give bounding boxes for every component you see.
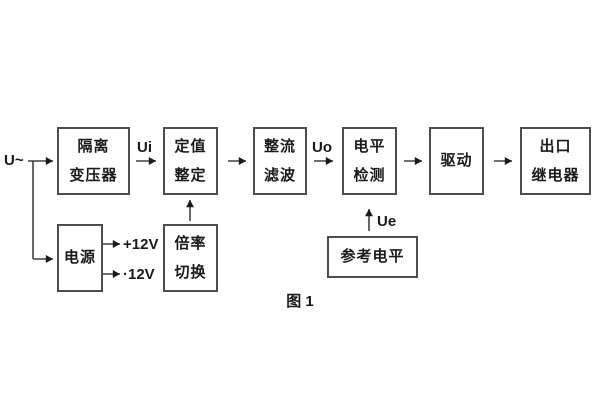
label-input-voltage: U~ <box>4 152 24 169</box>
block-text-line: 滤波 <box>263 166 296 184</box>
block-text-line: 倍率 <box>174 234 207 252</box>
block-level-detection: 电平 检测 <box>342 127 397 195</box>
block-text-line: 检测 <box>353 166 386 184</box>
block-text-line: 参考电平 <box>340 248 405 265</box>
label-ue: Ue <box>377 213 397 230</box>
block-power-supply: 电源 <box>57 224 103 292</box>
block-text-line: 整流 <box>263 137 296 155</box>
label-ui: Ui <box>137 139 152 156</box>
block-text-line: 变压器 <box>69 166 118 184</box>
block-setpoint-setting: 定值 整定 <box>163 127 218 195</box>
block-isolation-transformer: 隔离 变压器 <box>57 127 130 195</box>
block-text-line: 定值 <box>174 137 207 155</box>
block-driver: 驱动 <box>429 127 484 195</box>
block-rectifier-filter: 整流 滤波 <box>253 127 307 195</box>
block-reference-level: 参考电平 <box>327 236 418 278</box>
block-text-line: 电源 <box>63 249 96 266</box>
block-text-line: 切换 <box>174 263 207 281</box>
label-plus-12v: +12V <box>123 236 159 253</box>
block-text-line: 整定 <box>174 166 207 184</box>
block-text-line: 隔离 <box>77 137 110 155</box>
figure-caption: 图 1 <box>286 293 314 310</box>
label-uo: Uo <box>312 139 332 156</box>
label-minus-12v: ·12V <box>123 266 155 283</box>
block-text-line: 电平 <box>353 137 386 155</box>
block-text-line: 继电器 <box>531 166 580 184</box>
block-text-line: 出口 <box>539 137 572 155</box>
block-text-line: 驱动 <box>440 152 473 169</box>
block-output-relay: 出口 继电器 <box>520 127 591 195</box>
block-ratio-switching: 倍率 切换 <box>163 224 218 292</box>
